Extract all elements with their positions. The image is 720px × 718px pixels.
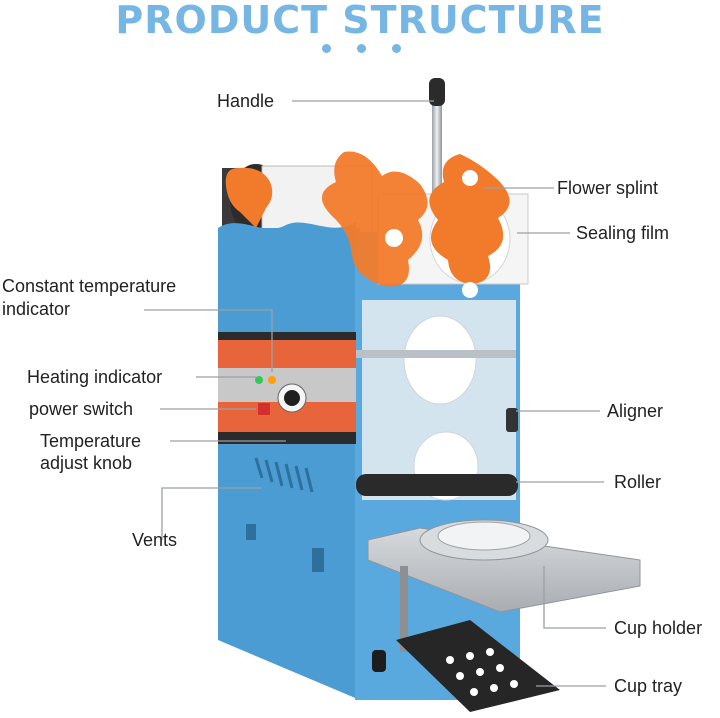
aligner-part <box>506 408 518 432</box>
decoration-dot <box>357 44 366 53</box>
label-cup-tray: Cup tray <box>614 676 683 696</box>
constant-temperature-light <box>268 376 276 384</box>
decoration-dot <box>392 44 401 53</box>
cup-holder-part <box>367 519 641 613</box>
label-power-switch: power switch <box>29 399 134 419</box>
cup-tray-part <box>372 620 560 712</box>
power-switch-part <box>258 403 270 415</box>
label-constant-temperature-line2: indicator <box>2 299 71 319</box>
leader-lines <box>144 100 606 687</box>
label-cup-holder: Cup holder <box>614 618 703 638</box>
label-sealing-film: Sealing film <box>576 223 670 243</box>
flower-splint-right <box>321 151 510 298</box>
heating-indicator-light <box>255 376 263 384</box>
temperature-knob-part <box>284 390 300 406</box>
title-decoration-dots <box>322 44 402 54</box>
flower-splint-left <box>225 167 273 228</box>
label-temperature-knob-line2: adjust knob <box>40 453 133 473</box>
label-flower-splint: Flower splint <box>557 178 659 198</box>
label-heating-indicator: Heating indicator <box>27 367 163 387</box>
machine-side-panel <box>218 228 360 700</box>
decoration-dot <box>322 44 331 53</box>
control-panel <box>218 332 356 444</box>
vents-part <box>254 457 314 493</box>
handle-part <box>429 78 445 246</box>
label-aligner: Aligner <box>607 401 664 421</box>
label-constant-temperature-line1: Constant temperature <box>2 276 177 296</box>
roller-part <box>356 474 518 496</box>
page-title: PRODUCT STRUCTURE <box>115 0 605 42</box>
label-roller: Roller <box>614 472 662 492</box>
label-vents: Vents <box>132 530 178 550</box>
label-handle: Handle <box>217 91 275 111</box>
label-temperature-knob-line1: Temperature <box>40 431 142 451</box>
